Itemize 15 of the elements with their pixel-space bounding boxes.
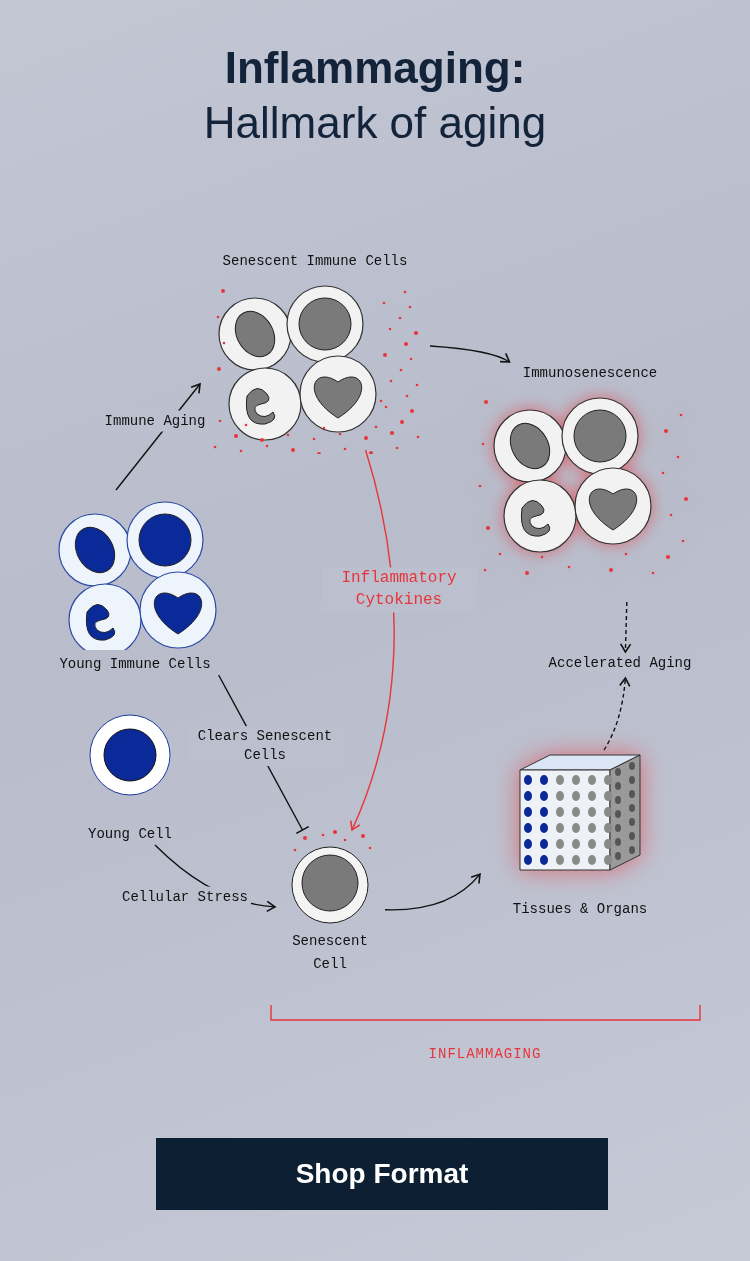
- arrow: [429, 345, 511, 363]
- cell-label: Immunosenescence: [521, 364, 659, 383]
- cell-label: Senescent Immune Cells: [221, 252, 409, 271]
- edge-label: Inflammatory Cytokines: [321, 567, 477, 613]
- cell-label: Accelerated Aging: [547, 654, 693, 673]
- cell-label: Tissues & Organs: [511, 899, 649, 919]
- cell-label: Young Immune Cells: [58, 654, 212, 674]
- dashed-arrow: [603, 677, 631, 751]
- arrow: [384, 873, 481, 911]
- cta-button: Shop Format: [156, 1138, 608, 1210]
- title: Inflammaging: Hallmark of aging: [202, 42, 548, 149]
- cell-label: Senescent Cell: [291, 932, 369, 974]
- cell-label: Young Cell: [87, 824, 173, 844]
- dashed-arrow: [619, 601, 632, 653]
- bracket-label: INFLAMMAGING: [427, 1046, 543, 1062]
